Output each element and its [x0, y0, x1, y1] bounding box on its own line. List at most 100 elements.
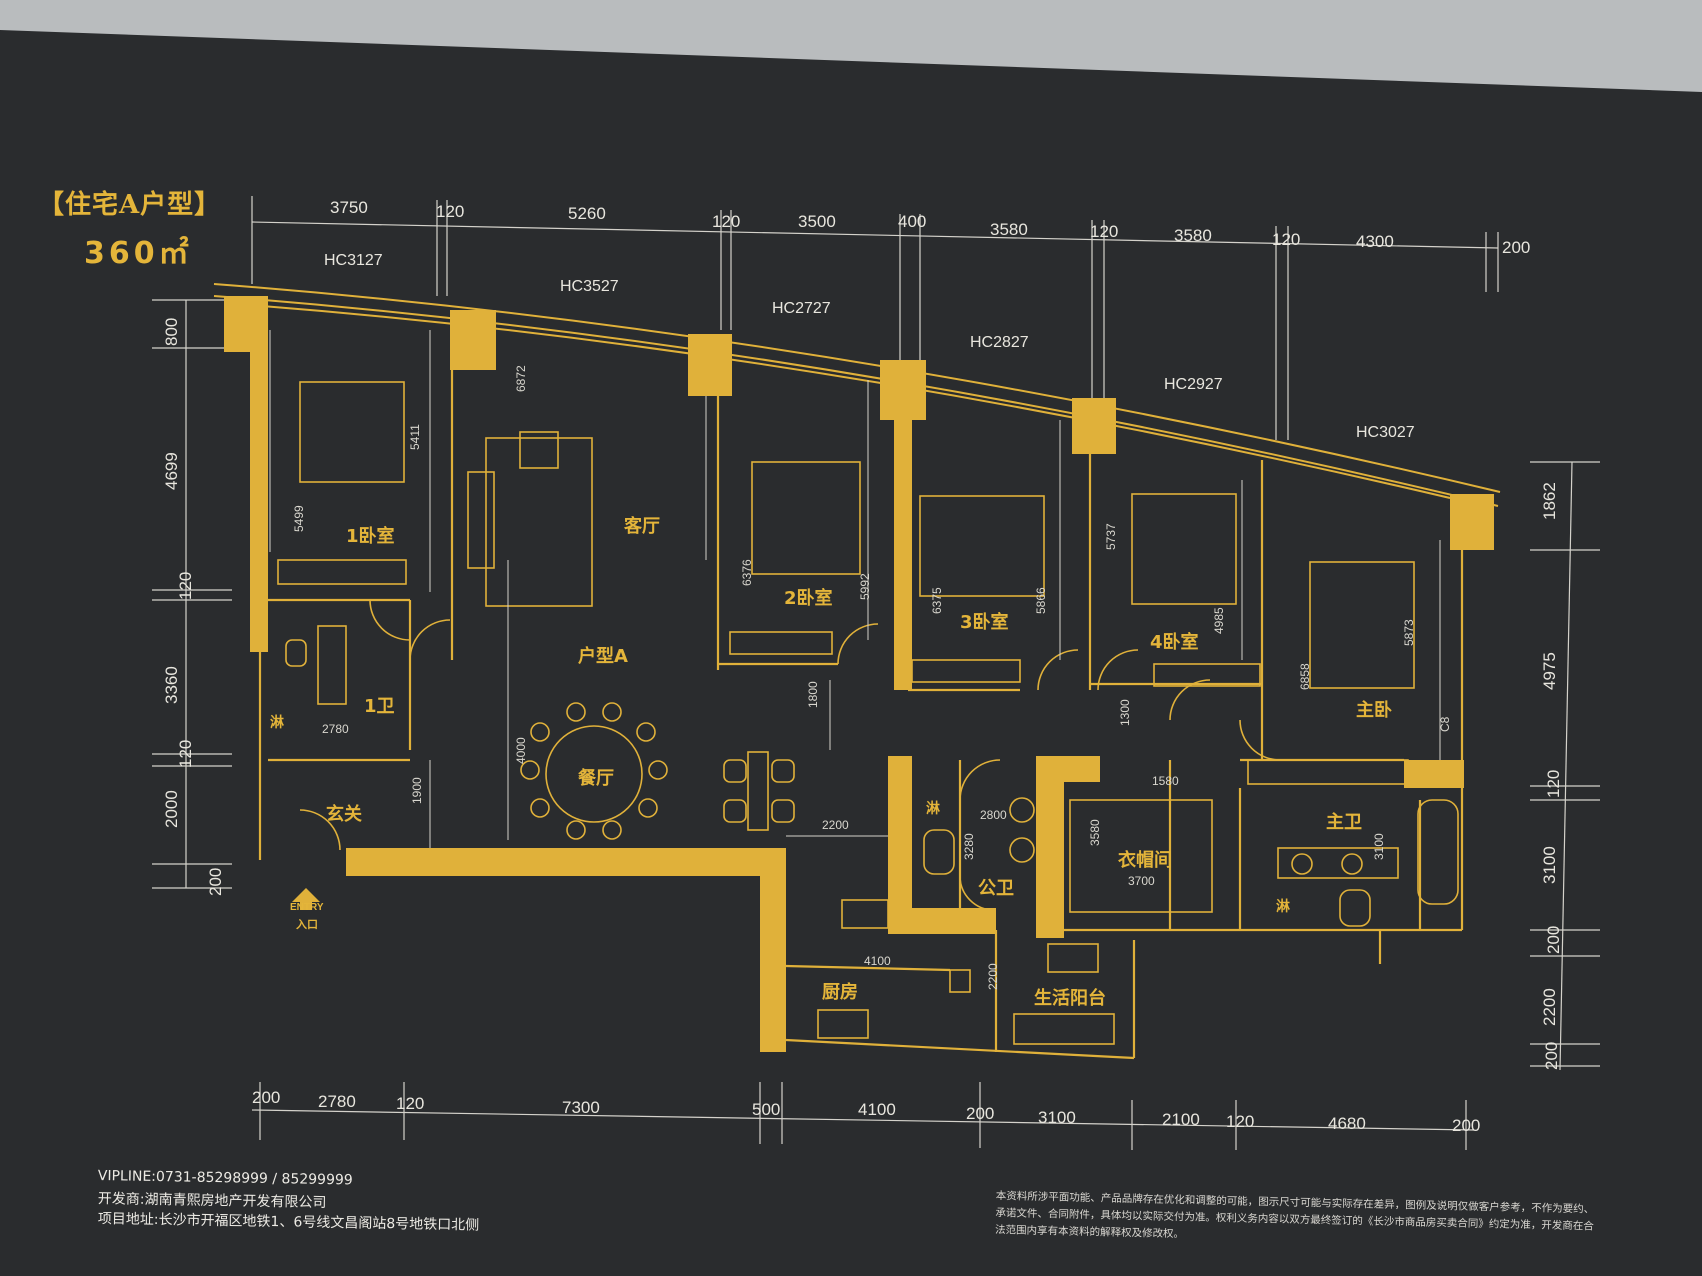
dim-5411: 5411: [408, 424, 422, 450]
topdims-5: 400: [898, 212, 927, 231]
dim-1900: 1900: [410, 777, 424, 804]
walls: [224, 296, 1494, 1052]
room-bedroom2: 2卧室: [784, 588, 833, 609]
leftdims-5: 2000: [162, 790, 181, 828]
topdims-9: 120: [1272, 230, 1301, 249]
topdims-8: 3580: [1174, 226, 1212, 245]
room-bedroom1: 1卧室: [346, 526, 395, 547]
rightdims-0: 1862: [1540, 482, 1559, 520]
wincodes-0: HC3127: [324, 252, 383, 269]
shower-label-3: 淋: [1276, 899, 1290, 915]
dim-1800: 1800: [806, 681, 820, 708]
dim-5499: 5499: [292, 505, 306, 532]
room-master: 主卧: [1356, 700, 1392, 721]
dim-5873: 5873: [1402, 619, 1416, 646]
wincodes-4: HC2927: [1164, 376, 1223, 393]
room-foyer: 玄关: [326, 804, 362, 825]
wincodes-2: HC2727: [772, 300, 831, 317]
interior-walls: [258, 370, 1464, 1060]
rightdims-4: 200: [1544, 925, 1563, 954]
dim-4985: 4985: [1212, 607, 1226, 634]
dim-6872: 6872: [514, 365, 528, 392]
dim-4000: 4000: [514, 737, 528, 764]
botdims-0: 200: [252, 1088, 281, 1107]
wincodes-5: HC3027: [1356, 424, 1415, 441]
room-dining: 餐厅: [578, 768, 614, 789]
botdims-10: 4680: [1328, 1114, 1366, 1133]
leftdims-4: 120: [176, 739, 195, 768]
shower-label-2: 淋: [926, 801, 940, 817]
leftdims-2: 120: [176, 571, 195, 600]
topdims-7: 120: [1090, 222, 1119, 241]
room-public-bath: 公卫: [978, 878, 1014, 899]
entry-label-en: ENTRY: [290, 902, 324, 913]
dim-5866: 5866: [1034, 587, 1048, 614]
botdims-1: 2780: [318, 1092, 356, 1111]
wincodes-1: HC3527: [560, 278, 619, 295]
dim-2800: 2800: [980, 808, 1007, 822]
botdims-3: 7300: [562, 1098, 600, 1117]
entry-label-cn: 入口: [296, 918, 318, 931]
bay-windows: [269, 330, 1441, 848]
doors: [299, 599, 1281, 911]
room-unit: 户型A: [578, 646, 628, 667]
dimension-lines: [152, 196, 1600, 1150]
botdims-8: 2100: [1162, 1110, 1200, 1129]
leftdims-0: 800: [162, 317, 181, 346]
rightdims-1: 4975: [1540, 652, 1559, 690]
dim-3700: 3700: [1128, 874, 1155, 888]
topdims-6: 3580: [990, 220, 1028, 239]
leftdims-3: 3360: [162, 666, 181, 704]
botdims-5: 4100: [858, 1100, 896, 1119]
botdims-7: 3100: [1038, 1108, 1076, 1127]
botdims-6: 200: [966, 1104, 995, 1123]
dim-2780: 2780: [322, 722, 349, 736]
topdims-10: 4300: [1356, 232, 1394, 251]
entry-arrow-icon: [292, 888, 320, 910]
rightdims-3: 3100: [1540, 846, 1559, 884]
dim-3280: 3280: [962, 833, 976, 860]
rightdims-6: 200: [1542, 1041, 1561, 1070]
shower-label-1: 淋: [270, 715, 284, 731]
dim-1300: 1300: [1118, 699, 1132, 726]
room-bedroom4: 4卧室: [1150, 632, 1199, 653]
dim-6858: 6858: [1298, 663, 1312, 690]
topdims-4: 3500: [798, 212, 836, 231]
topdims-2: 5260: [568, 204, 606, 223]
facade: [213, 283, 1501, 507]
furniture: [277, 381, 1459, 1045]
room-bedroom3: 3卧室: [960, 612, 1009, 633]
wincodes-3: HC2827: [970, 334, 1029, 351]
dim-4100: 4100: [864, 954, 891, 968]
room-closet: 衣帽间: [1118, 850, 1172, 871]
topdims-0: 3750: [330, 198, 368, 217]
dim-c8: C8: [1438, 716, 1452, 732]
dim-6376: 6376: [740, 559, 754, 586]
room-living: 客厅: [624, 516, 660, 537]
botdims-11: 200: [1452, 1116, 1481, 1135]
rightdims-2: 120: [1544, 769, 1563, 798]
leftdims-6: 200: [206, 867, 225, 896]
dim-6375: 6375: [930, 587, 944, 614]
rightdims-5: 2200: [1540, 988, 1559, 1026]
room-bath1: 1卫: [364, 696, 395, 717]
topdims-3: 120: [712, 212, 741, 231]
plan-area: 360㎡: [84, 236, 193, 271]
room-balcony: 生活阳台: [1034, 988, 1106, 1009]
botdims-4: 500: [752, 1100, 781, 1119]
dim-3100: 3100: [1372, 833, 1386, 860]
dim-2200b: 2200: [986, 963, 1000, 990]
dim-3580: 3580: [1088, 819, 1102, 846]
leftdims-1: 4699: [162, 452, 181, 490]
dim-5992: 5992: [858, 573, 872, 600]
room-kitchen: 厨房: [822, 982, 858, 1003]
topdims-1: 120: [436, 202, 465, 221]
plan-title: 【住宅A户型】: [38, 190, 222, 220]
dim-1580: 1580: [1152, 774, 1179, 788]
topdims-11: 200: [1502, 238, 1531, 257]
botdims-9: 120: [1226, 1112, 1255, 1131]
dim-2200a: 2200: [822, 818, 849, 832]
botdims-2: 120: [396, 1094, 425, 1113]
room-master-bath: 主卫: [1326, 812, 1362, 833]
